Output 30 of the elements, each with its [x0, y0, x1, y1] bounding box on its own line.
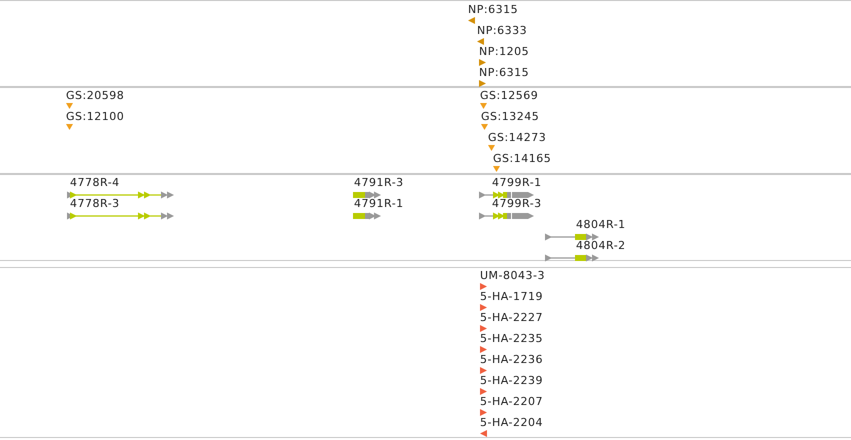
feature-label: GS:14273 [488, 131, 546, 145]
feature-label: 5-HA-2227 [480, 311, 543, 325]
feature-label: 5-HA-1719 [480, 290, 543, 304]
feature-label: 5-HA-2236 [480, 353, 543, 367]
track-band [0, 267, 851, 438]
feature-label: 4778R-3 [70, 197, 121, 211]
feature-label: 4778R-4 [70, 176, 121, 190]
feature-label: GS:12100 [66, 110, 124, 124]
feature-label: 4804R-1 [576, 218, 626, 232]
feature-label: 5-HA-2204 [480, 416, 543, 430]
feature-label: NP:6333 [477, 24, 528, 38]
feature-label: 4799R-1 [492, 176, 542, 190]
feature-label: NP:6315 [479, 66, 530, 80]
track-band [0, 174, 851, 261]
feature-label: 4804R-2 [576, 239, 626, 253]
feature-label: 4791R-3 [354, 176, 404, 190]
feature-label: GS:13245 [481, 110, 540, 124]
feature-label: GS:20598 [66, 89, 124, 103]
feature-label: UM-8043-3 [480, 269, 545, 283]
feature-label: 5-HA-2207 [480, 395, 543, 409]
feature-label: 5-HA-2235 [480, 332, 543, 346]
track-band [0, 87, 851, 174]
feature-label: NP:6315 [468, 3, 518, 17]
feature-label: GS:14165 [493, 152, 552, 166]
feature-label: NP:1205 [479, 45, 530, 59]
feature-label: 5-HA-2239 [480, 374, 543, 388]
feature-label: 4791R-1 [354, 197, 404, 211]
feature-label: 4799R-3 [492, 197, 542, 211]
feature-label: GS:12569 [480, 89, 538, 103]
track-band [0, 0, 851, 87]
